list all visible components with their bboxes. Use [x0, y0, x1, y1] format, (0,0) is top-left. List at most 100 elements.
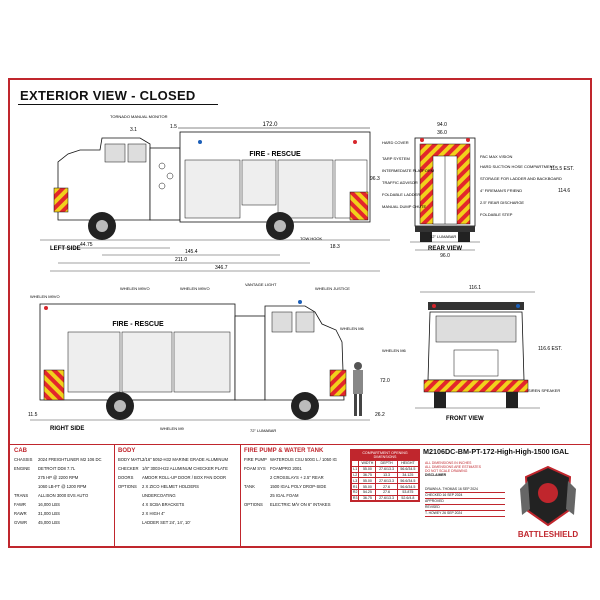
callout-whelen-m9vo-c: WHELEN M9VO: [180, 286, 210, 291]
table-cell: 52.6/4.8: [396, 494, 420, 502]
dim-body-length: 172.0: [262, 122, 278, 128]
spec-key: TRANS: [14, 493, 29, 498]
callout-dump-chute: MANUAL DUMP CHUTE: [382, 204, 427, 209]
spec-value: AMDOR ROLL-UP DOOR / BOX PAN DOOR: [142, 475, 227, 480]
spec-value: 275 HP @ 2200 RPM: [38, 475, 79, 480]
disclaimer-label: DISCLAIMER: [425, 473, 447, 477]
callout-m9: WHELEN M9: [160, 426, 185, 431]
right-side-view: WHELEN M9VO WHELEN M9VO WHELEN M9VO VANT…: [28, 282, 390, 433]
approval-row: APPROVED: [425, 499, 505, 505]
dim-rear-height: 115.5 EST.: [550, 166, 574, 172]
body-header: BODY: [118, 448, 136, 454]
callout-lumabar: 32" LUMABAR: [430, 234, 456, 239]
note-line: ALL DIMENSIONS IN INCHES: [425, 461, 472, 465]
front-tire: [434, 392, 446, 408]
grille: [453, 349, 499, 377]
spec-value: 2 CROSSLAYS + 2.5" REAR: [270, 475, 324, 480]
divider: [114, 445, 115, 547]
spec-row: OPTIONS 2 X ZICO HELMET HOLDERS: [118, 484, 199, 489]
callout-platform: INTERMEDIATE PLATFORM: [382, 168, 434, 173]
rs-rear-chevron: [43, 369, 65, 401]
approval-row: T. HOWEY 26 SEP 2024: [425, 511, 505, 517]
windshield: [435, 315, 517, 343]
callout-siren: SIREN SPEAKER: [528, 388, 560, 393]
rear-cab-window: [127, 143, 147, 163]
spec-key: DOORS: [118, 475, 134, 480]
warning-light: [298, 300, 302, 304]
left-side-view: 172.0 3.1 1.5 TORNADO MANUAL MONITOR FIR…: [40, 114, 390, 272]
warning-light: [198, 140, 202, 144]
spec-row: DOORS AMDOR ROLL-UP DOOR / BOX PAN DOOR: [118, 475, 226, 480]
label-right-side: RIGHT SIDE: [50, 426, 84, 432]
dim-front-width: 116.1: [469, 285, 481, 291]
lightbar-lamp: [516, 304, 520, 308]
warning-light: [353, 140, 357, 144]
note-line: ALL DIMENSIONS ARE ESTIMATES: [425, 465, 481, 469]
callout-traffic: TRAFFIC ADVISOR: [382, 180, 418, 185]
compartment-l3: [277, 159, 334, 219]
table-cell: 56.6/34.5: [396, 483, 420, 490]
cab-outline: [57, 137, 151, 221]
callout-justice: WHELEN JUSTICE: [315, 286, 350, 291]
rs-rear-wheel-hub: [114, 400, 126, 412]
table-cell: 53.875: [396, 488, 420, 496]
spec-value: DETROIT DD8 7.7L: [38, 466, 76, 471]
rear-tire: [420, 232, 432, 242]
spec-value: LADDER SET 24', 14', 10': [142, 520, 191, 525]
dim-rs-step: 26.2: [375, 412, 385, 418]
callout-foldable-ladder: FOLDABLE LADDER: [382, 192, 420, 197]
dim-rs-ground: 11.5: [28, 412, 38, 418]
spec-value: 2 X ZICO HELMET HOLDERS: [142, 484, 199, 489]
pump-gauge: [158, 182, 166, 190]
rs-front-chevron: [329, 369, 347, 397]
spec-row: UNDERCOATING: [118, 493, 176, 498]
approval-row: DRAWN A. THOMAS 16 SEP 2024: [425, 487, 505, 493]
note-line: DO NOT SCALE DRAWING: [425, 469, 468, 473]
spec-key: BODY MAT'L: [118, 457, 143, 462]
spec-value: 2024 FREIGHTLINER M2 106 DC: [38, 457, 102, 462]
dim-rear-width-top: 94.0: [437, 122, 447, 128]
spec-value: FOAMPRO 2001: [270, 466, 302, 471]
rs-cab-window-2: [295, 311, 315, 333]
spec-key: FOAM SYS: [244, 466, 266, 471]
pump-gauge: [158, 162, 166, 170]
dim-overall-length: 346.7: [215, 265, 228, 271]
cab-header: CAB: [14, 448, 27, 454]
compartment-l1: [184, 159, 241, 219]
dim-rs-height: 72.0: [380, 378, 390, 384]
spec-row: FOAM SYS FOAMPRO 2001: [244, 466, 302, 471]
spec-value: 1060 LB-FT @ 1200 RPM: [38, 484, 87, 489]
rear-wheel-hub: [274, 220, 286, 232]
spec-value: UNDERCOATING: [142, 493, 176, 498]
callout-rear-discharge: 2.5" REAR DISCHARGE: [480, 200, 524, 205]
dim-front-height: 116.6 EST.: [538, 346, 562, 352]
spec-row: 275 HP @ 2200 RPM: [14, 475, 78, 480]
callout-lumabar-72: 72" LUMABAR: [250, 428, 276, 433]
callout-step: FOLDABLE STEP: [480, 212, 513, 217]
lightbar-lamp: [432, 304, 436, 308]
rear-bumper: [415, 226, 475, 232]
spec-value: 1/8" 3003-H22 ALUMINUM CHECKER PLATE: [142, 466, 228, 471]
compartment-table-header: COMPARTMENT OPENING DIMENSIONS: [351, 450, 419, 460]
spec-value: 2 X HIGH 4": [142, 511, 165, 516]
dim-body-height: 96.3: [370, 176, 380, 182]
dim-front-overhang: 44.75: [80, 242, 93, 248]
dim-rear-overhang: 18.3: [330, 244, 340, 250]
callout-storage: STORAGE FOR LADDER AND BACKBOARD: [480, 176, 562, 181]
spec-value: 4 X SCBA BRACKETS: [142, 502, 185, 507]
spec-value: 31,000 LBS: [38, 511, 60, 516]
callout-hard-suction: HARD SUCTION HOSE COMPARTMENT: [480, 164, 556, 169]
spec-value: 16,000 LBS: [38, 502, 60, 507]
table-cell: 27.6/13.3: [375, 494, 398, 502]
spec-key: OPTIONS: [118, 484, 137, 489]
callout-pac: PAC MAX VISION: [480, 154, 512, 159]
dim-wheelbase: 145.4: [185, 249, 198, 255]
